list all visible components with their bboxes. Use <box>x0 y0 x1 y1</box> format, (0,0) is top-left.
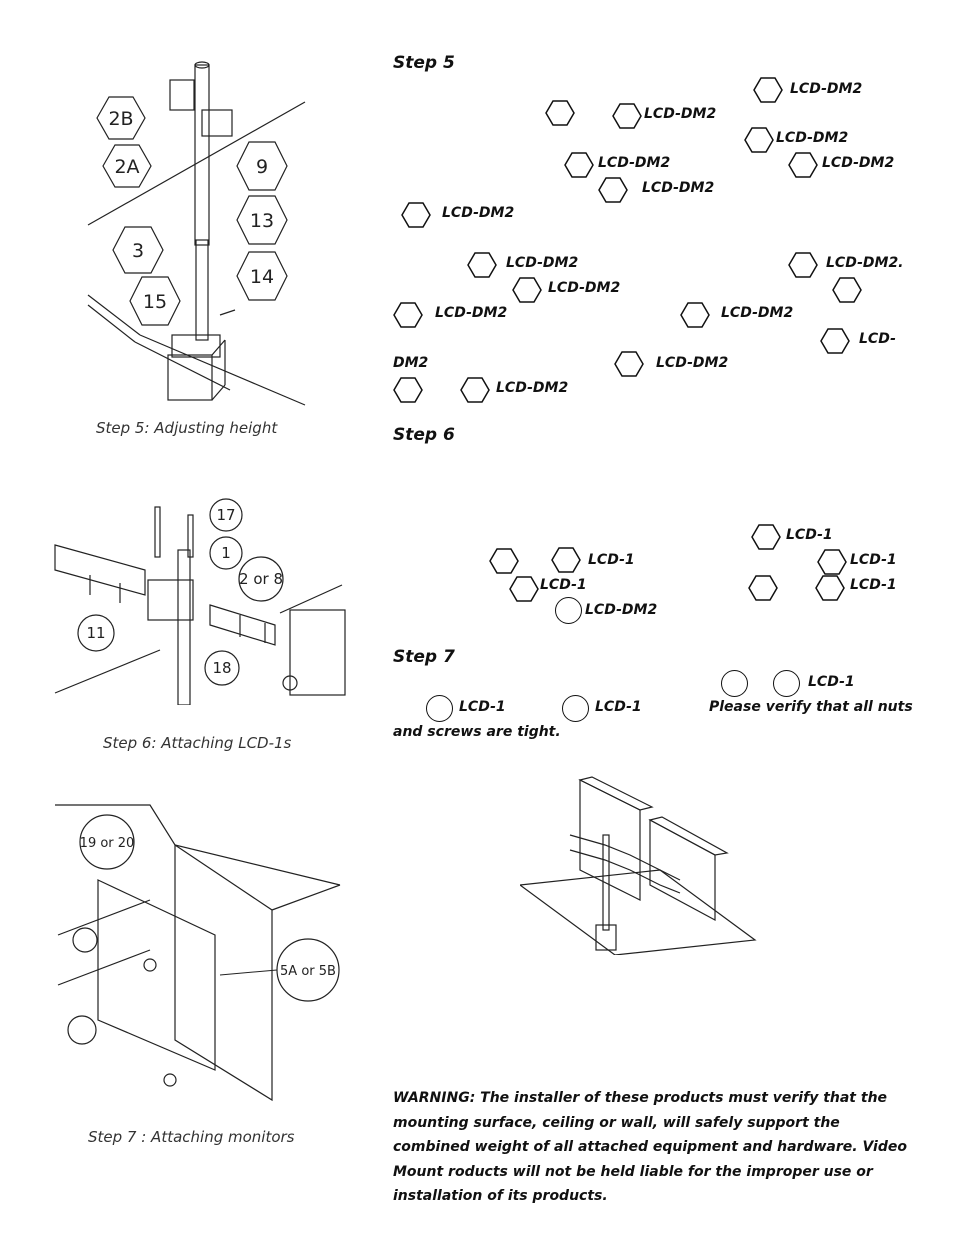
step6-figure: 17 1 2 or 8 11 18 <box>54 498 346 705</box>
step5-heading: Step 5 <box>393 53 455 73</box>
step7-verify-cont: and screws are tight. <box>393 724 561 740</box>
hexagon-icon <box>460 377 490 403</box>
hexagon-icon <box>788 252 818 278</box>
hexagon-icon <box>512 277 542 303</box>
circle-icon <box>562 695 589 722</box>
hexagon-icon <box>551 547 581 573</box>
step5-label: LCD-DM2 <box>642 180 715 196</box>
step6-label: LCD-1 <box>540 577 587 593</box>
hexagon-icon <box>748 575 778 601</box>
hexagon-icon <box>614 351 644 377</box>
hexagon-icon <box>401 202 431 228</box>
hexagon-icon <box>564 152 594 178</box>
callout-14: 14 <box>250 266 274 288</box>
hexagon-icon <box>612 103 642 129</box>
hexagon-icon <box>545 100 575 126</box>
step7-label: LCD-1 <box>808 674 855 690</box>
circle-icon <box>721 670 748 697</box>
step7-figure: 19 or 20 5A or 5B <box>55 804 341 1102</box>
hexagon-icon <box>680 302 710 328</box>
hexagon-icon <box>598 177 628 203</box>
step5-label: LCD-DM2 <box>548 280 621 296</box>
hexagon-icon <box>509 576 539 602</box>
step5-label: LCD-DM2 <box>442 205 515 221</box>
hexagon-icon <box>788 152 818 178</box>
hexagon-icon <box>815 575 845 601</box>
circle-icon <box>773 670 800 697</box>
step5-label: LCD-DM2 <box>598 155 671 171</box>
hexagon-icon <box>751 524 781 550</box>
step6-label: LCD-1 <box>850 552 897 568</box>
step6-caption: Step 6: Attaching LCD-1s <box>103 734 292 752</box>
step5-label: LCD-DM2 <box>822 155 895 171</box>
callout-3: 3 <box>132 240 144 262</box>
callout-2b: 2B <box>108 108 133 130</box>
step6-label: LCD-1 <box>850 577 897 593</box>
callout-11: 11 <box>86 624 105 642</box>
step6-label: LCD-1 <box>786 527 833 543</box>
step5-figure: 2B 2A 9 13 3 14 15 <box>87 61 306 406</box>
step5-label: LCD- <box>859 331 896 347</box>
step7-label: LCD-1 <box>459 699 506 715</box>
step5-caption: Step 5: Adjusting height <box>96 419 278 437</box>
callout-17: 17 <box>216 506 235 524</box>
callout-1: 1 <box>221 544 231 562</box>
step5-label: DM2 <box>393 355 429 371</box>
step7-verify: Please verify that all nuts <box>709 699 913 715</box>
hexagon-icon <box>820 328 850 354</box>
step5-label: LCD-DM2 <box>790 81 863 97</box>
callout-15: 15 <box>143 291 167 313</box>
hexagon-icon <box>393 377 423 403</box>
hexagon-icon <box>832 277 862 303</box>
hexagon-icon <box>467 252 497 278</box>
step7-label: LCD-1 <box>595 699 642 715</box>
step5-label: LCD-DM2 <box>656 355 729 371</box>
step5-label: LCD-DM2 <box>644 106 717 122</box>
callout-2a: 2A <box>114 156 139 178</box>
step5-label: LCD-DM2. <box>826 255 904 271</box>
step7-heading: Step 7 <box>393 647 455 667</box>
step6-label: LCD-DM2 <box>585 602 658 618</box>
callout-18: 18 <box>212 659 231 677</box>
circle-icon <box>555 597 582 624</box>
callout-9: 9 <box>256 156 268 178</box>
callout-13: 13 <box>250 210 274 232</box>
step5-label: LCD-DM2 <box>496 380 569 396</box>
hexagon-icon <box>489 548 519 574</box>
callout-2-or-8: 2 or 8 <box>239 570 283 588</box>
step5-label: LCD-DM2 <box>776 130 849 146</box>
step5-label: LCD-DM2 <box>506 255 579 271</box>
warning-text: WARNING: The installer of these products… <box>393 1090 907 1204</box>
hexagon-icon <box>817 549 847 575</box>
circle-icon <box>426 695 453 722</box>
step5-label: LCD-DM2 <box>435 305 508 321</box>
step7-caption: Step 7 : Attaching monitors <box>88 1128 295 1146</box>
step6-heading: Step 6 <box>393 425 455 445</box>
step5-label: LCD-DM2 <box>721 305 794 321</box>
step6-label: LCD-1 <box>588 552 635 568</box>
callout-19-or-20: 19 or 20 <box>80 836 135 851</box>
hexagon-icon <box>744 127 774 153</box>
hexagon-icon <box>753 77 783 103</box>
callout-5a-or-5b: 5A or 5B <box>280 964 336 979</box>
assembled-mount-figure <box>520 776 757 955</box>
hexagon-icon <box>393 302 423 328</box>
